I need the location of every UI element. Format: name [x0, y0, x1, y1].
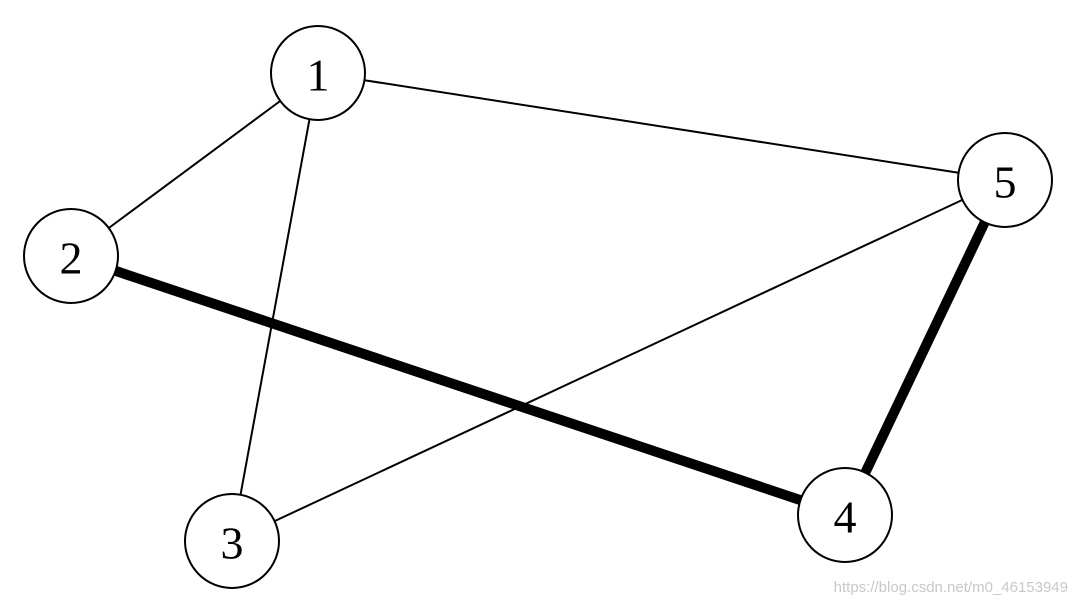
- graph-edges: [107, 79, 990, 523]
- node-label-2: 2: [60, 233, 83, 284]
- node-4: 4: [797, 467, 893, 563]
- node-2: 2: [23, 208, 119, 304]
- edge-2-4: [110, 265, 806, 506]
- edge-4-5: [860, 217, 990, 478]
- node-5: 5: [957, 132, 1053, 228]
- edge-1-2: [107, 100, 282, 229]
- node-circle-5: [957, 132, 1053, 228]
- node-label-5: 5: [994, 157, 1017, 208]
- edge-1-5: [363, 79, 960, 174]
- node-label-3: 3: [221, 518, 244, 569]
- node-label-4: 4: [834, 492, 857, 543]
- node-3: 3: [184, 493, 280, 589]
- node-1: 1: [270, 25, 366, 121]
- node-label-1: 1: [307, 50, 330, 101]
- watermark-text: https://blog.csdn.net/m0_46153949: [833, 579, 1068, 596]
- edge-3-5: [273, 198, 964, 523]
- graph-nodes: 1 2 3 4 5: [23, 25, 1053, 589]
- edge-1-3: [239, 118, 311, 496]
- node-circle-4: [797, 467, 893, 563]
- node-circle-3: [184, 493, 280, 589]
- node-circle-2: [23, 208, 119, 304]
- node-circle-1: [270, 25, 366, 121]
